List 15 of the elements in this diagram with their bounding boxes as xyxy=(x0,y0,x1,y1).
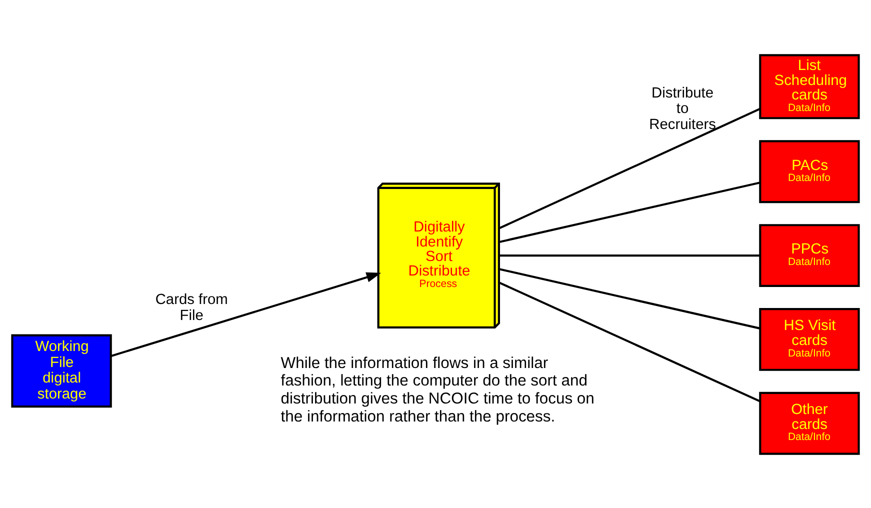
node-box: PACs Data/Info xyxy=(759,140,860,203)
connector xyxy=(498,107,760,229)
connector xyxy=(498,281,760,402)
node-box: Other cards Data/Info xyxy=(759,391,860,454)
node-box: Working File digital storage xyxy=(11,334,112,408)
connector xyxy=(499,268,760,329)
arrow xyxy=(110,272,382,357)
edge-label: Cards from File xyxy=(155,292,228,324)
node-box: HS Visit cards Data/Info xyxy=(759,308,860,370)
label: While the information flows in a similar fashion, letting the computer do the sort and distribution gives the NCOIC time to focus on the information rather than the process. xyxy=(280,354,594,425)
edge-label: Distribute to Recruiters xyxy=(649,84,716,132)
node-box: List Scheduling cards Data/Info xyxy=(759,54,860,119)
connector xyxy=(499,254,760,256)
connector xyxy=(499,181,760,242)
node-box: PPCs Data/Info xyxy=(759,224,860,287)
